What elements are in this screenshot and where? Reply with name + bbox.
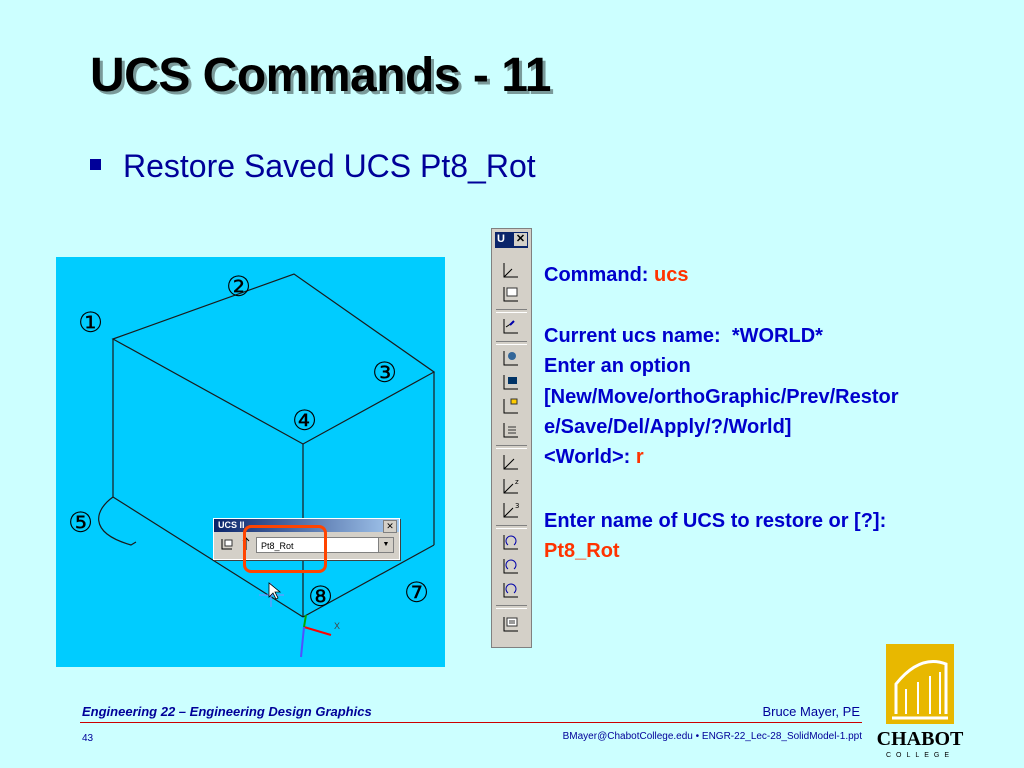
dropdown-highlight (243, 525, 327, 573)
logo-emblem (886, 644, 954, 724)
command-label: Command: (544, 264, 654, 286)
ucs-face-icon[interactable] (498, 347, 524, 369)
mouse-cursor-icon (268, 582, 282, 600)
ucs-named-icon[interactable] (498, 283, 524, 305)
ucs-toolbar-close-button[interactable]: ✕ (514, 233, 527, 246)
command-line-1: Command: ucs (544, 262, 688, 289)
toolbar-separator (496, 341, 527, 345)
x-axis-label: X (334, 621, 341, 631)
marker-3: ③ (372, 356, 398, 389)
svg-text:3: 3 (515, 502, 519, 510)
toolbar-separator (496, 445, 527, 449)
command-line-2: Current ucs name: *WORLD* (544, 325, 823, 347)
ucs-ii-close-button[interactable]: ✕ (383, 520, 397, 533)
logo-name: CHABOT (876, 728, 964, 750)
ucs-toolbar[interactable]: U ✕ z 3 (491, 228, 532, 648)
chevron-down-icon[interactable]: ▼ (378, 538, 393, 552)
marker-2: ② (226, 270, 252, 303)
bullet-text: Restore Saved UCS Pt8_Rot (123, 148, 536, 184)
ucs-toolbar-title: U (497, 233, 505, 245)
marker-4: ④ (292, 404, 318, 437)
ucs-view-icon[interactable] (498, 395, 524, 417)
bullet-item: Restore Saved UCS Pt8_Rot (90, 148, 536, 185)
ucs-object-icon[interactable] (498, 371, 524, 393)
ucs-apply-icon[interactable] (498, 613, 524, 635)
ucs-toolbar-titlebar[interactable]: U ✕ (495, 232, 528, 248)
marker-1: ① (78, 306, 104, 339)
marker-8: ⑧ (308, 580, 334, 613)
svg-text:z: z (515, 478, 519, 486)
named-ucs-icon[interactable] (220, 537, 234, 551)
world-axes-icon (300, 614, 332, 658)
command-line-3: Enter an option (544, 355, 691, 377)
command-line-5: e/Save/Del/Apply/?/World] (544, 416, 792, 438)
toolbar-separator (496, 605, 527, 609)
ucs-rotate-z-icon[interactable] (498, 579, 524, 601)
chabot-logo: CHABOT COLLEGE (874, 644, 966, 764)
ucs-previous-icon[interactable] (498, 315, 524, 337)
command-world-prompt: <World>: (544, 446, 636, 468)
logo-building-icon (892, 660, 948, 720)
ucs-dropdown-value: Pt8_Rot (261, 541, 294, 551)
ucs-world-icon[interactable] (498, 259, 524, 281)
ucs-origin-icon[interactable] (498, 419, 524, 441)
cad-viewport[interactable]: ① ② ③ ④ ⑤ ⑦ ⑧ X UCS II ✕ Pt8_Rot ▼ (56, 257, 445, 667)
command-line-6: <World>: r (544, 444, 644, 471)
marker-7: ⑦ (404, 576, 430, 609)
ucs-zaxis-icon[interactable] (498, 451, 524, 473)
command-line-4: [New/Move/orthoGraphic/Prev/Restor (544, 386, 899, 408)
command-value-r: r (635, 446, 644, 468)
footer-course: Engineering 22 – Engineering Design Grap… (82, 704, 372, 719)
ucs-3point-alt-icon[interactable]: 3 (498, 499, 524, 521)
ucs-rotate-y-icon[interactable] (498, 555, 524, 577)
logo-subtitle: COLLEGE (885, 752, 955, 759)
footer-author: Bruce Mayer, PE (762, 704, 860, 719)
command-value-pt8-rot: Pt8_Rot (544, 540, 620, 562)
slide-title: UCS Commands - 11 (90, 49, 551, 102)
box-wireframe (98, 273, 436, 658)
marker-5: ⑤ (68, 506, 94, 539)
command-line-7: Enter name of UCS to restore or [?]: (544, 510, 887, 532)
footer-divider (80, 722, 862, 723)
toolbar-separator (496, 309, 527, 313)
footer-email: BMayer@ChabotCollege.edu • ENGR-22_Lec-2… (562, 731, 862, 742)
command-value-ucs: ucs (654, 264, 689, 286)
ucs-rotate-x-icon[interactable] (498, 531, 524, 553)
ucs-3point-icon[interactable]: z (498, 475, 524, 497)
bullet-square-icon (90, 159, 101, 171)
page-number: 43 (82, 733, 94, 744)
toolbar-separator (496, 525, 527, 529)
